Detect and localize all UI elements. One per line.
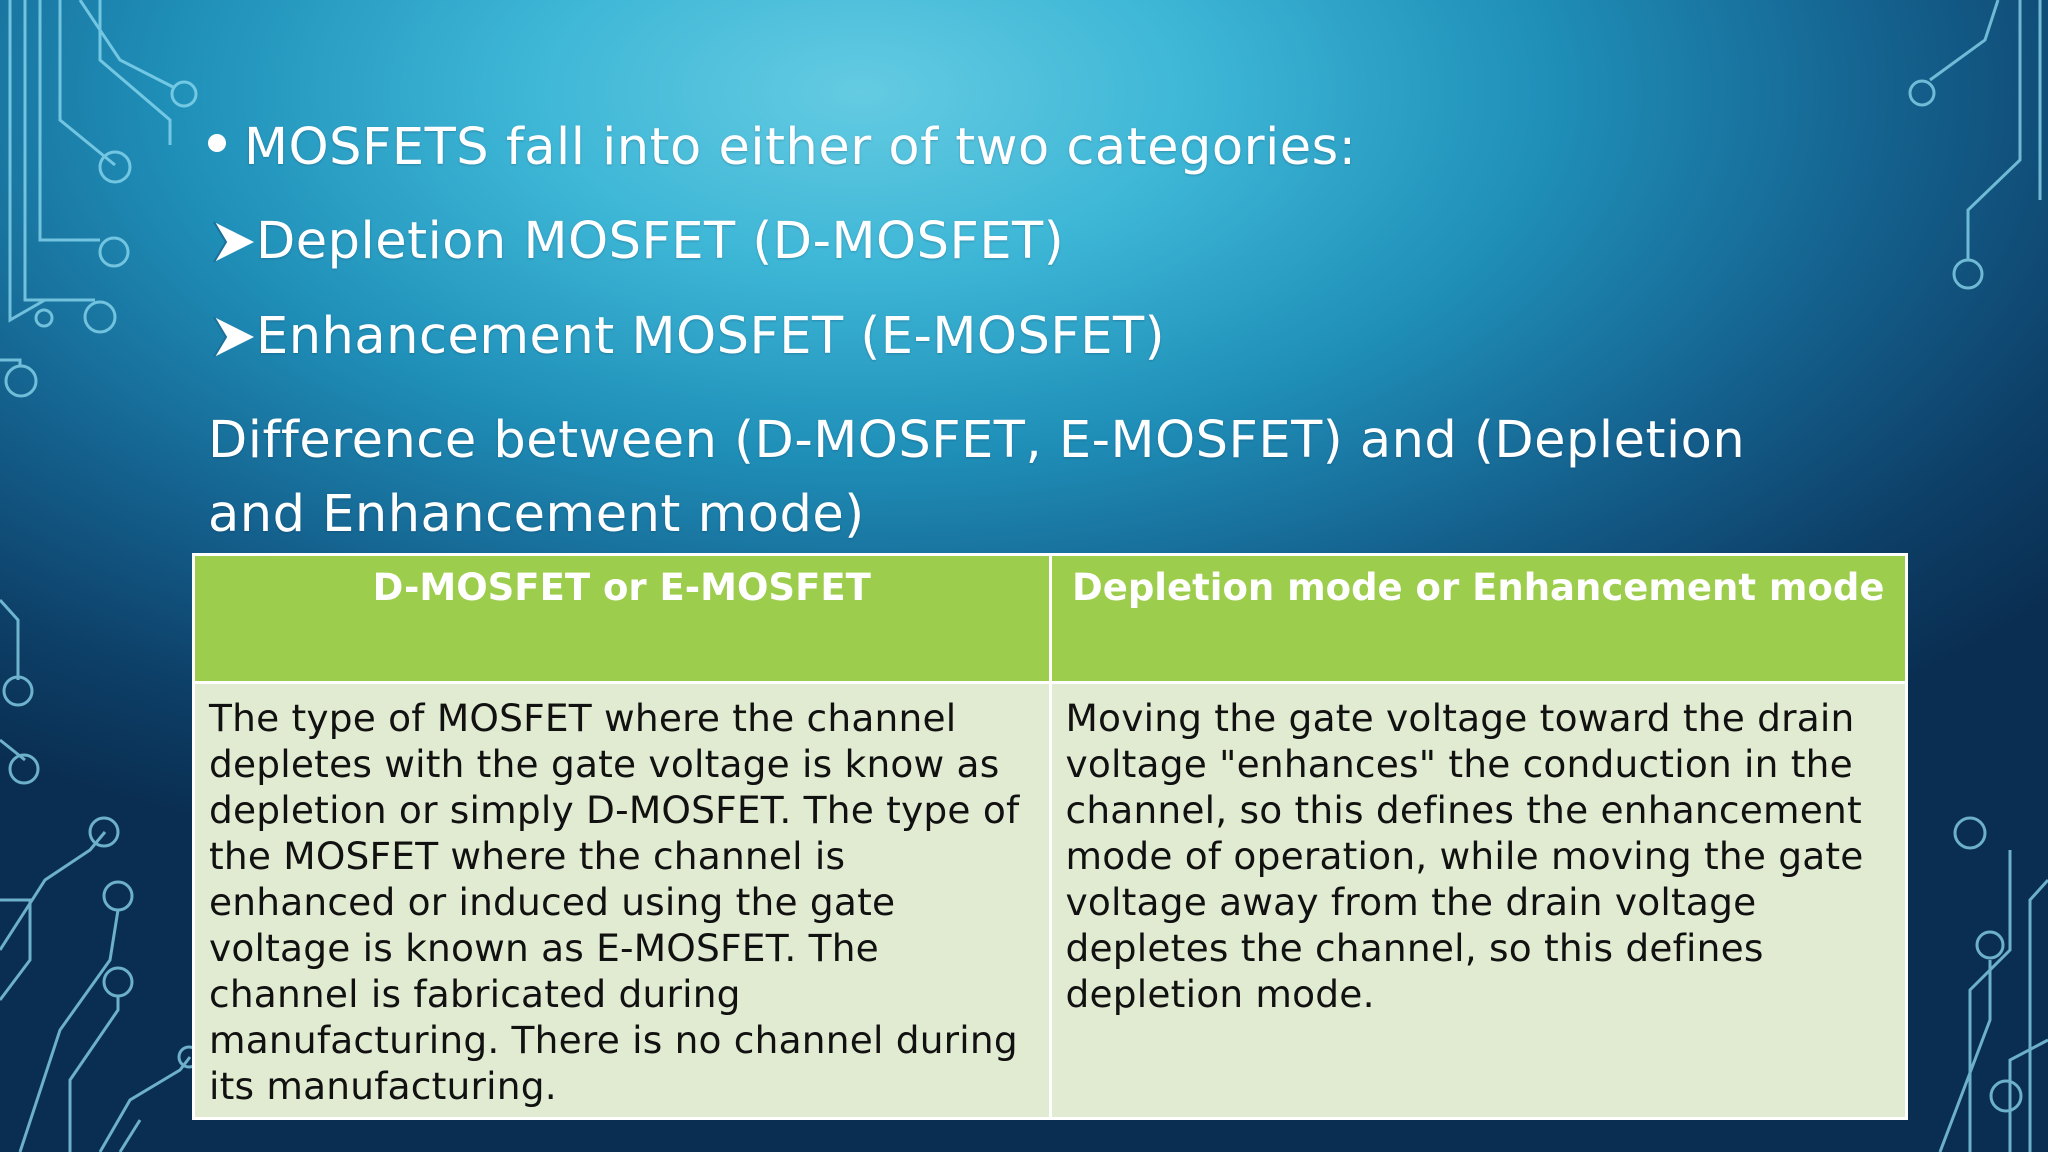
table-row: The type of MOSFET where the channel dep… <box>192 681 1908 1120</box>
comparison-table: D-MOSFET or E-MOSFET Depletion mode or E… <box>192 553 1908 1120</box>
table-header-cell: Depletion mode or Enhancement mode <box>1048 553 1908 684</box>
bullet-dot-icon <box>208 134 226 152</box>
sub-item-text: Enhancement MOSFET (E-MOSFET) <box>256 307 1166 366</box>
sub-item-enhancement: Enhancement MOSFET (E-MOSFET) <box>210 307 1165 366</box>
table-cell: The type of MOSFET where the channel dep… <box>192 681 1052 1120</box>
arrow-bullet-icon <box>213 316 254 358</box>
sub-item-text: Depletion MOSFET (D-MOSFET) <box>256 212 1065 271</box>
table-header-row: D-MOSFET or E-MOSFET Depletion mode or E… <box>192 553 1908 684</box>
sub-item-depletion: Depletion MOSFET (D-MOSFET) <box>210 212 1064 271</box>
arrow-bullet-icon <box>213 221 254 263</box>
bullet-main-text: MOSFETS fall into either of two categori… <box>244 118 1357 177</box>
comparison-heading: Difference between (D-MOSFET, E-MOSFET) … <box>208 411 1746 544</box>
table-header-cell: D-MOSFET or E-MOSFET <box>192 553 1052 684</box>
table-cell: Moving the gate voltage toward the drain… <box>1048 681 1908 1120</box>
bullet-main-item: MOSFETS fall into either of two categori… <box>208 118 1356 177</box>
